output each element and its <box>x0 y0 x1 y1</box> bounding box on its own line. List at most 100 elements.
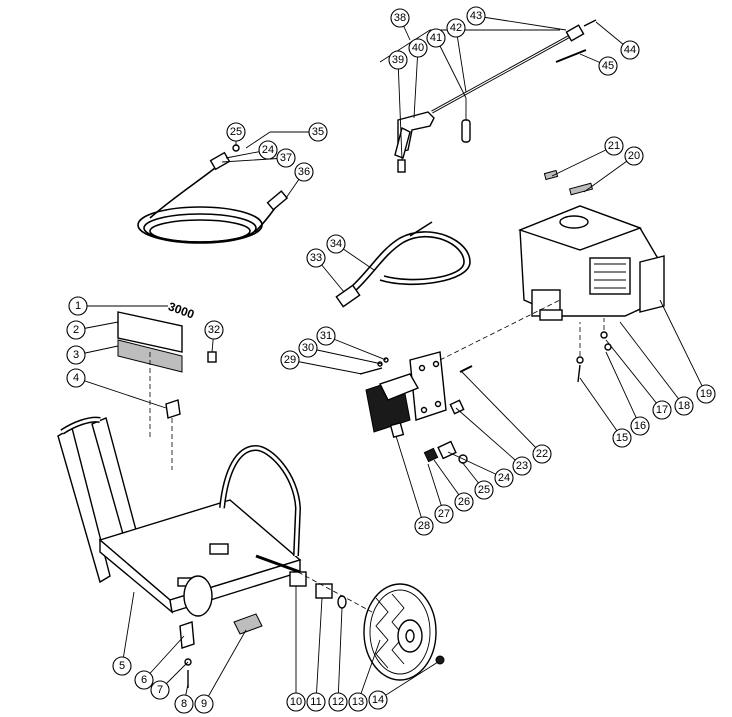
callout-30: 30 <box>298 338 318 358</box>
callout-35: 35 <box>308 122 328 142</box>
callout-leader-43 <box>475 15 567 31</box>
engine-decal-small <box>543 169 559 181</box>
callout-balloon <box>652 400 672 420</box>
callout-leader-14 <box>377 661 439 701</box>
callout-balloon <box>446 18 466 38</box>
callout-number: 3 <box>73 349 79 361</box>
engine-air-filter <box>589 257 631 295</box>
callout-balloon <box>276 148 296 168</box>
pump-bypass-fitting <box>449 399 465 415</box>
callout-leader-29 <box>289 359 363 375</box>
callout-number: 2 <box>73 324 79 336</box>
callout-leader-15 <box>579 377 623 439</box>
callout-number: 44 <box>624 44 636 56</box>
callout-number: 31 <box>320 330 332 342</box>
gun-inlet-fitting <box>397 159 406 173</box>
callout-balloon <box>512 456 532 476</box>
callout-23: 23 <box>512 456 532 476</box>
callout-leader-6 <box>143 635 185 681</box>
engine-mount-bolt <box>577 364 581 383</box>
callout-34: 34 <box>326 234 346 254</box>
callout-number: 40 <box>412 42 424 54</box>
callout-number: 34 <box>330 238 342 250</box>
callout-leader-11 <box>315 597 323 703</box>
frame-decals: 3000 <box>117 299 217 470</box>
hose-fitting-gun-end <box>209 151 231 171</box>
decal-3000: 3000 <box>166 299 196 321</box>
callout-balloon <box>66 368 86 388</box>
callout-balloon <box>194 694 214 714</box>
callout-number: 25 <box>230 126 242 138</box>
callout-number: 5 <box>119 660 125 672</box>
callout-number: 9 <box>201 698 207 710</box>
callout-number: 4 <box>73 372 79 384</box>
callout-number: 27 <box>438 508 450 520</box>
callout-number: 14 <box>372 694 384 706</box>
callout-number: 28 <box>418 520 430 532</box>
callout-29: 29 <box>280 350 300 370</box>
callout-4: 4 <box>66 368 86 388</box>
callout-41: 41 <box>426 28 446 48</box>
callout-number: 7 <box>157 684 163 696</box>
callout-balloon <box>696 384 716 404</box>
callout-balloon <box>674 396 694 416</box>
engine-shaft <box>539 309 563 321</box>
callout-balloon <box>306 692 326 712</box>
callout-balloon <box>328 692 348 712</box>
callout-number: 25 <box>478 484 490 496</box>
callout-balloon <box>604 136 624 156</box>
callout-balloon <box>494 468 514 488</box>
callout-number: 33 <box>310 252 322 264</box>
callout-24: 24 <box>258 140 278 160</box>
callout-balloon <box>258 140 278 160</box>
callout-39: 39 <box>388 50 408 70</box>
pump-assembly <box>359 299 561 464</box>
callout-balloon <box>226 122 246 142</box>
callout-38: 38 <box>390 8 410 28</box>
callout-42: 42 <box>446 18 466 38</box>
callout-number: 15 <box>616 432 628 444</box>
callout-leader-17 <box>605 339 663 411</box>
callout-17: 17 <box>652 400 672 420</box>
callout-leader-42 <box>455 27 467 93</box>
pump-bolt <box>359 367 383 375</box>
callout-leader-12 <box>337 607 343 703</box>
callout-24: 24 <box>494 468 514 488</box>
callout-14: 14 <box>368 690 388 710</box>
callout-8: 8 <box>174 694 194 714</box>
callout-1: 1 <box>68 296 88 316</box>
callout-balloon <box>306 248 326 268</box>
callout-balloon <box>150 680 170 700</box>
callout-number: 23 <box>516 460 528 472</box>
callout-43: 43 <box>466 6 486 26</box>
fuel-cap <box>559 215 589 229</box>
callout-leader-24 <box>447 451 505 479</box>
callout-5: 5 <box>112 656 132 676</box>
callout-number: 12 <box>332 696 344 708</box>
callout-number: 13 <box>352 696 364 708</box>
callout-balloon <box>68 296 88 316</box>
callout-leader-13 <box>357 639 381 703</box>
callout-number: 39 <box>392 54 404 66</box>
callout-7: 7 <box>150 680 170 700</box>
callout-leader-28 <box>395 435 425 527</box>
callout-number: 38 <box>394 12 406 24</box>
callout-balloon <box>414 516 434 536</box>
callout-number: 24 <box>498 472 510 484</box>
callout-balloon <box>286 692 306 712</box>
frame-slot <box>209 543 229 555</box>
callout-number: 20 <box>628 150 640 162</box>
frame-bolt <box>207 351 217 363</box>
callout-36: 36 <box>294 162 314 182</box>
frame-wheel-left <box>183 575 213 617</box>
callout-leader-23 <box>455 407 523 467</box>
pump-head <box>379 373 420 401</box>
callout-number: 10 <box>290 696 302 708</box>
callout-balloon <box>174 694 194 714</box>
callout-balloon <box>390 8 410 28</box>
callout-25: 25 <box>226 122 246 142</box>
callout-leader-41 <box>435 37 467 99</box>
callout-15: 15 <box>612 428 632 448</box>
